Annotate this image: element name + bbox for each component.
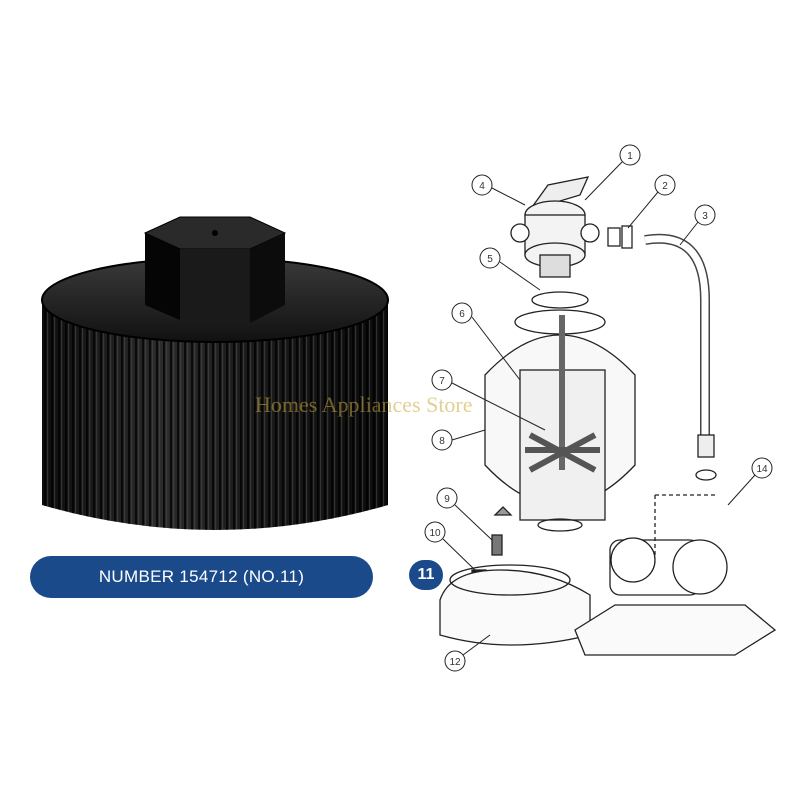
highlight-callout-11: 11 <box>409 560 443 590</box>
callout-5: 5 <box>487 254 493 265</box>
callout-10: 10 <box>429 528 441 539</box>
callout-2: 2 <box>662 181 668 192</box>
callout-3: 3 <box>702 211 708 222</box>
callout-6: 6 <box>459 309 465 320</box>
callout-12: 12 <box>449 657 461 668</box>
watermark: Homes Appliances Store <box>255 392 473 417</box>
exploded-diagram: 1 2 3 4 5 6 7 8 9 10 12 14 <box>424 144 777 672</box>
callout-14: 14 <box>756 464 768 475</box>
callout-9: 9 <box>444 494 450 505</box>
drain-cap-photo <box>41 216 389 530</box>
part-number-badge: NUMBER 154712 (NO.11) <box>30 556 373 598</box>
callout-1: 1 <box>627 151 633 162</box>
callout-8: 8 <box>439 436 445 447</box>
callout-7: 7 <box>439 376 445 387</box>
callout-4: 4 <box>479 181 485 192</box>
